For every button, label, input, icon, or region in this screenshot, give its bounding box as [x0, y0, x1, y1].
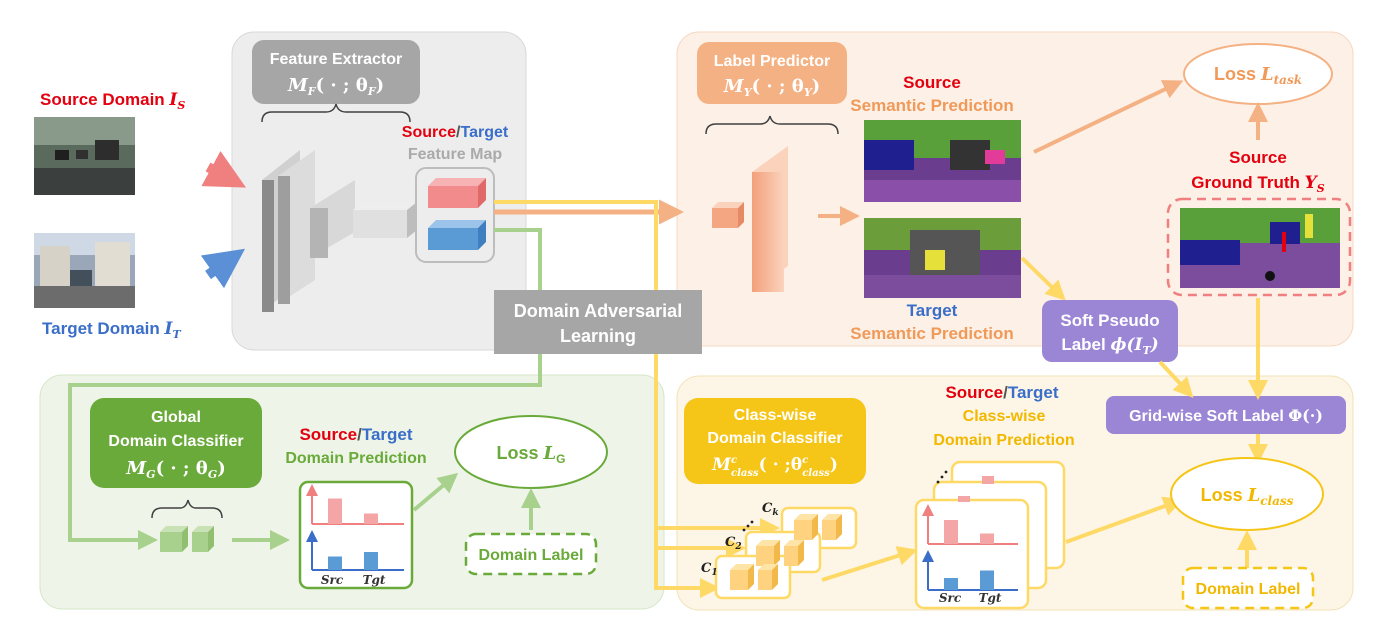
source-input-arrow — [201, 150, 247, 188]
class-blocks-c2 — [756, 540, 804, 566]
c1-label: C1 — [701, 561, 718, 578]
global-source-bar-1 — [364, 513, 378, 524]
class-prediction-to-loss-arrow — [1065, 496, 1184, 544]
class-target-bar-0 — [944, 578, 958, 590]
global-prediction-chart — [306, 484, 404, 571]
source-semantic-title: Source — [903, 73, 961, 92]
semantic-to-loss-task-arrow — [1033, 80, 1184, 154]
class-blocks-to-prediction-arrow — [821, 546, 918, 582]
feature-to-global-classifier-line — [68, 228, 542, 550]
grid-soft-box — [1106, 396, 1346, 434]
label-predictor-brace — [705, 115, 839, 135]
global-prediction-box — [298, 480, 414, 590]
target-semantic-title: Target — [907, 301, 958, 320]
ground-truth-subtitle: Ground Truth YS — [1191, 173, 1324, 195]
target-semantic-subtitle: Semantic Prediction — [850, 324, 1013, 343]
class-prediction-caption: Source/Target — [945, 383, 1058, 402]
feature-map-box — [415, 167, 495, 263]
target-image — [34, 233, 135, 308]
domain-adversarial-box — [494, 290, 702, 354]
global-prediction-label: Domain Prediction — [285, 450, 426, 467]
domain-adversarial-line2: Learning — [560, 326, 636, 346]
ground-truth-title: Source — [1229, 148, 1287, 167]
ellipsis-dots-cards — [936, 470, 948, 484]
target-domain-label: Target Domain IT — [42, 319, 181, 341]
global-source-bar-0 — [328, 498, 342, 524]
class-classifier-line2: Domain Classifier — [707, 430, 842, 447]
loss-class-label: Loss Lclass — [1201, 485, 1294, 508]
global-prediction-to-loss-arrow — [412, 472, 459, 512]
c2-label: C2 — [725, 535, 742, 552]
class-prediction-line2: Class-wise — [963, 408, 1046, 425]
soft-pseudo-line2: Label ϕ(IT) — [1061, 335, 1158, 357]
source-image — [34, 117, 135, 195]
class-prediction-box — [914, 498, 1030, 610]
back-card-bars — [958, 476, 994, 502]
feature-to-class-classifier-line — [494, 200, 658, 590]
feature-map-label: Feature Map — [408, 146, 502, 163]
ground-truth-frame — [1166, 197, 1352, 297]
global-target-bar-1 — [364, 552, 378, 570]
ellipsis-dots-blocks — [742, 520, 754, 532]
global-classifier-blocks — [160, 526, 214, 552]
global-tgt-tick: Tgt — [363, 573, 386, 587]
class-prediction-line3: Domain Prediction — [933, 432, 1074, 449]
ground-truth-map — [1180, 208, 1340, 288]
feature-extractor-layers — [262, 150, 417, 312]
source-semantic-map — [864, 120, 1021, 202]
target-semantic-map — [864, 218, 1021, 298]
soft-pseudo-box — [1042, 300, 1178, 362]
global-prediction-caption: Source/Target — [299, 425, 412, 444]
label-predictor-title-box — [697, 42, 847, 104]
target-input-arrow — [200, 248, 246, 289]
ck-label: Ck — [762, 501, 779, 518]
class-blocks-ck — [794, 514, 842, 540]
class-prediction-chart — [922, 504, 1018, 591]
global-classifier-title-box — [90, 398, 262, 488]
feature-extractor-brace — [261, 103, 411, 123]
soft-pseudo-line1: Soft Pseudo — [1060, 311, 1159, 330]
class-src-tick: Src — [939, 591, 962, 605]
target-feature-block — [428, 220, 486, 250]
class-classifier-line1: Class-wise — [734, 407, 817, 424]
domain-label-right-box — [1181, 566, 1315, 610]
global-classifier-line1: Global — [151, 409, 201, 426]
domain-adversarial-line1: Domain Adversarial — [514, 301, 682, 321]
class-blocks-c1 — [730, 564, 778, 590]
domain-label-left-box — [464, 532, 598, 576]
feature-extractor-title: Feature Extractor — [270, 51, 403, 68]
loss-task-label: Loss Ltask — [1214, 64, 1302, 87]
source-semantic-subtitle: Semantic Prediction — [850, 96, 1013, 115]
global-classifier-line2: Domain Classifier — [108, 433, 243, 450]
feature-extractor-formula: MF( · ; θF) — [287, 75, 384, 98]
source-feature-block — [428, 178, 486, 208]
label-predictor-layer — [752, 146, 788, 292]
global-classifier-formula: MG( · ; θG) — [125, 458, 226, 481]
label-predictor-formula: MY( · ; θY) — [723, 76, 820, 99]
global-src-tick: Src — [321, 573, 344, 587]
feature-extractor-title-box — [252, 40, 420, 104]
class-source-bar-0 — [944, 520, 958, 544]
target-semantic-to-soft-pseudo-arrow — [1020, 256, 1066, 301]
domain-label-right: Domain Label — [1196, 581, 1301, 598]
label-predictor-input-block — [712, 202, 744, 228]
grid-soft-label: Grid-wise Soft Label Φ(·) — [1129, 406, 1323, 425]
soft-pseudo-to-grid-arrow — [1158, 360, 1194, 398]
class-target-bar-1 — [980, 570, 994, 590]
feature-map-caption: Source/Target — [402, 124, 509, 141]
class-source-bar-1 — [980, 533, 994, 544]
global-target-bar-0 — [328, 556, 342, 570]
loss-g-label: Loss LG — [496, 443, 565, 466]
label-predictor-title: Label Predictor — [714, 53, 830, 70]
global-classifier-brace — [151, 499, 223, 519]
source-domain-label: Source Domain IS — [40, 90, 185, 112]
domain-label-left: Domain Label — [479, 547, 584, 564]
class-classifier-title-box — [684, 398, 866, 484]
class-tgt-tick: Tgt — [979, 591, 1002, 605]
